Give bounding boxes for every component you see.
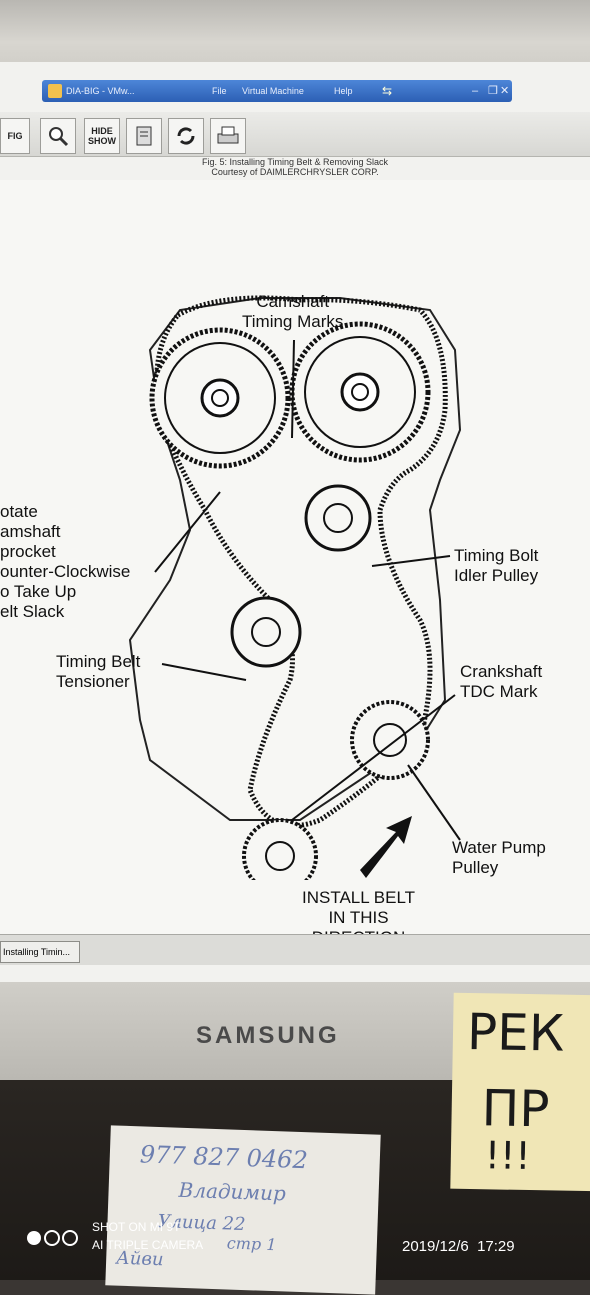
water-pump-pulley	[350, 700, 430, 780]
timing-belt-diagram	[128, 295, 462, 880]
menu-virtual-machine[interactable]: Virtual Machine	[242, 86, 304, 96]
note-line-4: стр 1	[226, 1233, 277, 1255]
tensioner-pulley	[230, 596, 302, 668]
watermark-line-1: SHOT ON MI 9T	[92, 1220, 181, 1234]
app-icon	[48, 84, 62, 98]
print-button[interactable]	[210, 118, 246, 154]
monitor-bezel-top	[0, 0, 590, 70]
vm-title-bar[interactable]: DIA-BIG - VMw... File Virtual Machine He…	[42, 80, 512, 102]
notes-icon	[136, 126, 152, 146]
label-rotate-camshaft: otate amshaft procket ounter-Clockwise o…	[0, 502, 131, 621]
hide-show-button[interactable]: HIDE SHOW	[84, 118, 120, 154]
crankshaft-sprocket	[242, 818, 318, 880]
window-title: DIA-BIG - VMw...	[66, 86, 135, 96]
magnifier-icon	[49, 127, 69, 147]
hide-show-label: HIDE SHOW	[88, 126, 116, 146]
minimize-icon[interactable]: –	[472, 85, 479, 97]
printer-icon	[217, 126, 239, 144]
fig-button[interactable]: FIG	[0, 118, 30, 154]
caption-line-2: Courtesy of DAIMLERCHRYSLER CORP.	[211, 167, 379, 177]
install-direction-arrow	[360, 816, 412, 878]
note-line-1: 977 827 0462	[139, 1140, 309, 1175]
label-camshaft-timing-marks: Camshaft Timing Marks	[242, 292, 344, 331]
left-camshaft-sprocket	[149, 327, 291, 469]
arrows-icon[interactable]: ⇆	[382, 84, 393, 98]
figure-caption: Fig. 5: Installing Timing Belt & Removin…	[0, 157, 590, 177]
monitor-brand: SAMSUNG	[196, 1022, 340, 1049]
menu-file[interactable]: File	[212, 86, 227, 96]
label-water-pump: Water Pump Pulley	[452, 838, 546, 877]
zoom-button[interactable]	[40, 118, 76, 154]
sticky-line-2: ПР	[481, 1079, 550, 1139]
toolbar: FIG HIDE SHOW	[0, 112, 590, 157]
idler-pulley	[304, 484, 372, 552]
taskbar-tab[interactable]: Installing Timin...	[0, 941, 80, 963]
figure-area: Camshaft Timing Marks otate amshaft proc…	[0, 180, 590, 959]
refresh-button[interactable]	[168, 118, 204, 154]
watermark-datetime: 2019/12/6 17:29	[402, 1238, 515, 1255]
close-icon[interactable]: ✕	[500, 85, 510, 97]
sticky-line-1: РЕК	[466, 1002, 565, 1063]
label-crankshaft-tdc: Crankshaft TDC Mark	[460, 662, 543, 701]
screen: DIA-BIG - VMw... File Virtual Machine He…	[0, 62, 590, 982]
menu-help[interactable]: Help	[334, 86, 353, 96]
label-idler-pulley: Timing Bolt Idler Pulley	[454, 546, 539, 585]
sticky-line-3: !!!	[484, 1133, 531, 1179]
caption-line-1: Fig. 5: Installing Timing Belt & Removin…	[201, 157, 389, 167]
notes-button[interactable]	[126, 118, 162, 154]
desk-paper-note: 977 827 0462 Владимир Улица 22 стр 1 Айв…	[105, 1125, 381, 1295]
sticky-note: РЕК ПР !!!	[450, 992, 590, 1192]
restore-icon[interactable]: ❐	[488, 85, 498, 97]
note-line-2: Владимир	[178, 1177, 287, 1206]
fig-label: FIG	[7, 131, 23, 141]
watermark-line-2: AI TRIPLE CAMERA	[92, 1238, 204, 1252]
status-bar: Installing Timin...	[0, 934, 590, 965]
label-tensioner: Timing Belt Tensioner	[56, 652, 141, 691]
right-camshaft-sprocket	[289, 321, 431, 463]
camera-logo-icon	[26, 1228, 86, 1253]
refresh-icon	[177, 127, 195, 145]
